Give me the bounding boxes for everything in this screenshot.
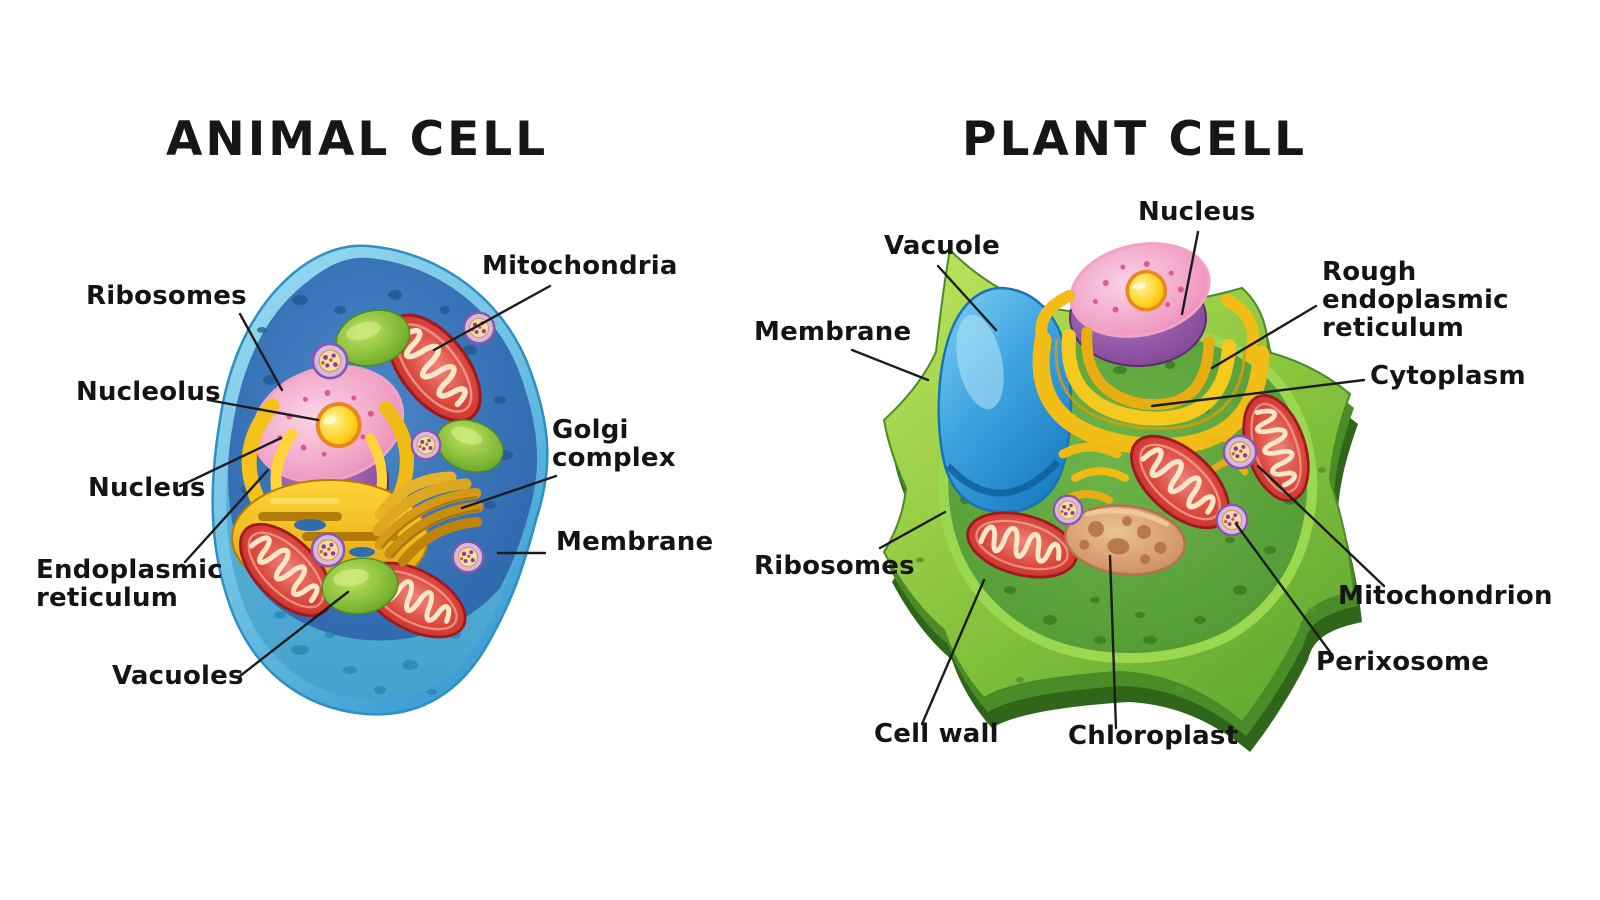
leader-animal-endoplasmic-reticulum bbox=[183, 468, 270, 564]
leader-plant-chloroplast bbox=[1108, 554, 1118, 730]
label-plant-mitochondrion: Mitochondrion bbox=[1338, 581, 1553, 611]
plant-nucleus bbox=[1069, 242, 1211, 338]
label-animal-membrane: Membrane bbox=[556, 527, 714, 557]
animal-cell-title: ANIMAL CELL bbox=[166, 112, 549, 167]
leader-plant-vacuole bbox=[936, 264, 998, 332]
plant-perixosome-1 bbox=[1222, 434, 1258, 470]
leader-plant-rough-er bbox=[1210, 304, 1318, 370]
label-animal-golgi-complex: Golgi complex bbox=[552, 415, 676, 474]
leader-animal-ribosomes bbox=[238, 312, 284, 392]
animal-golgi-complex bbox=[372, 471, 484, 567]
plant-nucleus-assembly bbox=[1069, 242, 1211, 367]
leader-plant-cell-wall bbox=[920, 578, 986, 726]
leader-animal-nucleolus bbox=[206, 398, 320, 422]
leader-animal-vacuoles bbox=[238, 590, 350, 678]
plant-chloroplast bbox=[1063, 504, 1187, 576]
leader-plant-cytoplasm bbox=[1150, 378, 1366, 408]
label-plant-chloroplast: Chloroplast bbox=[1068, 721, 1239, 751]
leader-plant-membrane bbox=[850, 348, 930, 382]
label-animal-nucleolus: Nucleolus bbox=[76, 377, 221, 407]
animal-lysosome-3 bbox=[410, 429, 442, 461]
label-plant-vacuole: Vacuole bbox=[884, 231, 1000, 261]
animal-lysosome-1 bbox=[311, 342, 349, 380]
label-animal-mitochondria: Mitochondria bbox=[482, 251, 678, 281]
plant-nucleolus bbox=[1125, 269, 1168, 312]
plant-cell-title: PLANT CELL bbox=[962, 112, 1308, 167]
plant-cell-illustration bbox=[882, 242, 1362, 752]
animal-lysosome-2 bbox=[462, 311, 496, 345]
animal-lysosome-4 bbox=[310, 532, 346, 568]
leader-plant-mitochondrion bbox=[1256, 464, 1386, 588]
animal-lysosome-5 bbox=[451, 540, 485, 574]
label-animal-ribosomes: Ribosomes bbox=[86, 281, 247, 311]
leader-plant-nucleus bbox=[1180, 230, 1200, 316]
label-animal-vacuoles: Vacuoles bbox=[112, 661, 244, 691]
leader-plant-ribosomes bbox=[878, 510, 947, 550]
label-plant-nucleus: Nucleus bbox=[1138, 197, 1256, 227]
animal-nucleolus bbox=[315, 402, 362, 449]
animal-cell-illustration bbox=[211, 244, 549, 716]
label-plant-perixosome: Perixosome bbox=[1316, 647, 1490, 677]
leader-animal-mitochondria bbox=[432, 284, 552, 352]
label-plant-cytoplasm: Cytoplasm bbox=[1370, 361, 1526, 391]
plant-perixosome-2 bbox=[1052, 494, 1084, 526]
label-animal-endoplasmic-reticulum: Endoplasmic reticulum bbox=[36, 555, 223, 614]
leader-plant-perixosome bbox=[1234, 522, 1332, 654]
label-plant-rough-endoplasmic-reticulum: Rough endoplasmic reticulum bbox=[1322, 257, 1509, 344]
leader-lines bbox=[178, 230, 1386, 730]
leader-animal-nucleus bbox=[178, 436, 283, 488]
leader-animal-golgi bbox=[460, 474, 558, 510]
label-plant-ribosomes: Ribosomes bbox=[754, 551, 915, 581]
label-plant-membrane: Membrane bbox=[754, 317, 912, 347]
plant-perixosome-3 bbox=[1215, 503, 1249, 537]
label-plant-cell-wall: Cell wall bbox=[874, 719, 999, 749]
label-animal-nucleus: Nucleus bbox=[88, 473, 206, 503]
